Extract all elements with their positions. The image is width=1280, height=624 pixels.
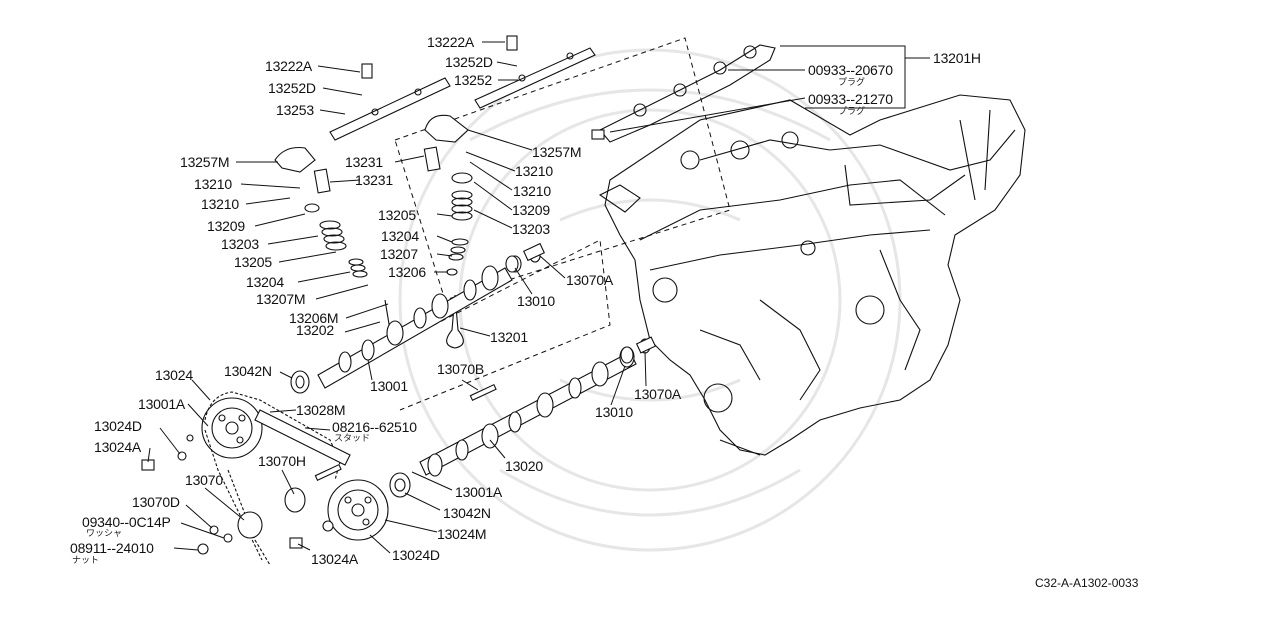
lifter-left [313, 168, 331, 194]
part-label: 13204 [381, 228, 419, 244]
valve-spring-right [446, 172, 473, 276]
part-label: 13252D [268, 80, 316, 96]
part-label: 09340--0C14P [82, 514, 171, 530]
plug-note: プラグ [838, 78, 866, 88]
part-label: 13206 [388, 264, 426, 280]
part-label: 13001A [138, 396, 186, 412]
washer-note: ワッシャ [86, 529, 123, 539]
part-label: 13201H [933, 50, 981, 66]
part-label: 13024 [155, 367, 193, 383]
sensor-plug-assembly [591, 44, 776, 143]
part-label: 13010 [595, 404, 633, 420]
part-label: 13257M [180, 154, 230, 170]
valve-intake [446, 294, 464, 349]
part-label: 13070B [437, 361, 485, 377]
part-label: 13201 [490, 329, 528, 345]
stud-13070b [469, 383, 497, 401]
part-label: 13001 [370, 378, 408, 394]
nut-note: ナット [72, 556, 100, 566]
valve-spring-left [304, 203, 368, 278]
part-label: 13070 [185, 472, 223, 488]
part-label: 13024A [311, 551, 359, 567]
part-label: 13001A [455, 484, 503, 500]
assembly-dashed-outline [394, 37, 731, 301]
part-label: 13210 [515, 163, 553, 179]
part-label: 13252D [445, 54, 493, 70]
engine-block-illustration [598, 94, 1026, 456]
part-label: 13222A [265, 58, 313, 74]
part-label: 13024A [94, 439, 142, 455]
stud-08216 [314, 463, 342, 481]
part-label: 13209 [207, 218, 245, 234]
oil-seal-upper [290, 370, 310, 394]
part-label: 13207 [380, 246, 418, 262]
part-label: 00933--21270 [808, 91, 893, 107]
part-label: 13204 [246, 274, 284, 290]
part-label: 13070H [258, 453, 306, 469]
lifter-right [423, 146, 441, 172]
part-label: 08216--62510 [332, 419, 417, 435]
part-label: 13207M [256, 291, 306, 307]
diagram-code: C32-A-A1302-0033 [1035, 576, 1139, 590]
part-label: 13203 [512, 221, 550, 237]
part-label: 13231 [345, 154, 383, 170]
part-label: 13042N [224, 363, 272, 379]
rocker-shaft-lower [329, 63, 451, 141]
part-label: 13205 [234, 254, 272, 270]
part-label: 13253 [276, 102, 314, 118]
camshaft-pulley-upper [201, 397, 263, 459]
rocker-arm-left [274, 146, 316, 173]
stud-note: スタッド [334, 434, 371, 444]
rocker-arm-right [424, 114, 469, 143]
rocker-shaft-upper [474, 35, 596, 109]
part-label: 08911--24010 [70, 540, 154, 556]
part-label: 13205 [378, 207, 416, 223]
part-label: 00933--20670 [808, 62, 893, 78]
part-label: 13210 [201, 196, 239, 212]
camshaft-pulley-lower [327, 479, 389, 541]
part-label: 13028M [296, 402, 346, 418]
part-label: 13203 [221, 236, 259, 252]
part-label: 13209 [512, 202, 550, 218]
part-label: 13024D [392, 547, 440, 563]
part-label: 13210 [513, 183, 551, 199]
part-label: 13210 [194, 176, 232, 192]
part-label: 13024M [437, 526, 487, 542]
part-label: 13206M [289, 310, 339, 326]
tensioner-pulley [237, 511, 263, 539]
part-label: 13231 [355, 172, 393, 188]
part-label: 13222A [427, 34, 475, 50]
part-label: 13252 [454, 72, 492, 88]
part-label: 13010 [517, 293, 555, 309]
part-label: 13024D [94, 418, 142, 434]
part-label: 13202 [296, 322, 334, 338]
plug-note: プラグ [838, 107, 866, 117]
camshaft-upper [317, 249, 541, 389]
belt-cover [254, 409, 351, 466]
part-label: 13070D [132, 494, 180, 510]
part-label: 13042N [443, 505, 491, 521]
part-label: 13257M [532, 144, 582, 160]
oil-seal-lower [389, 472, 411, 498]
part-label: 13070A [566, 272, 614, 288]
part-label: 13020 [505, 458, 543, 474]
part-label: 13070A [634, 386, 682, 402]
leader-lines [147, 41, 930, 554]
